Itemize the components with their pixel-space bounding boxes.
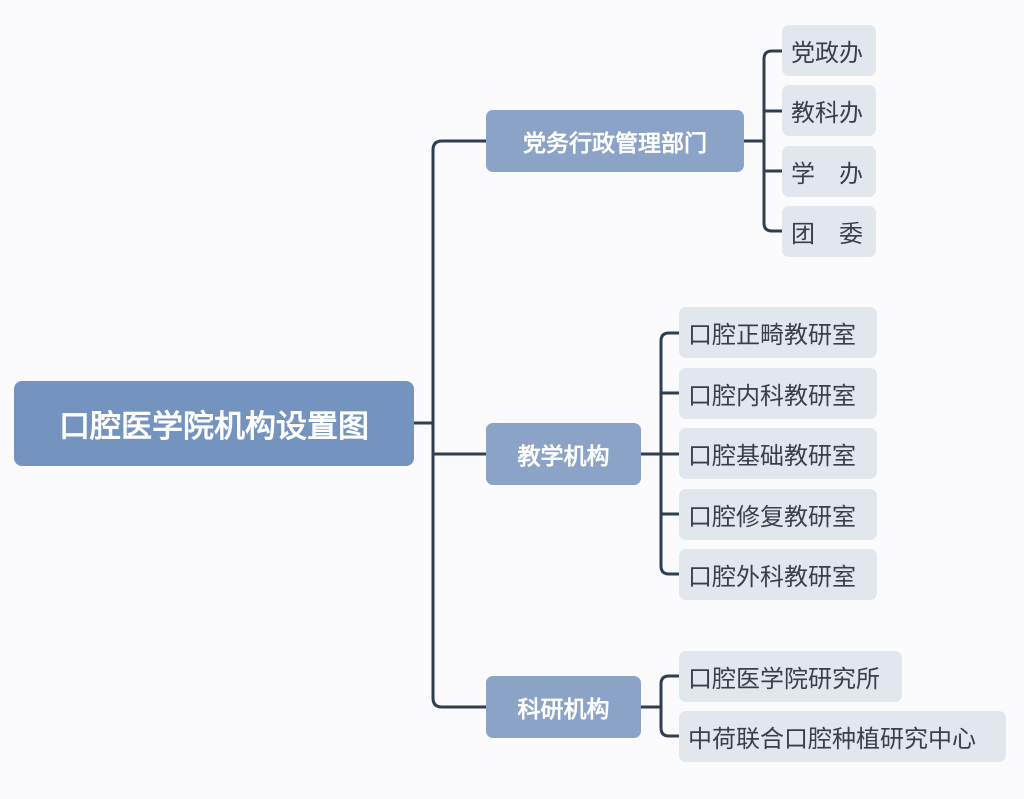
leaf-node: 口腔基础教研室 xyxy=(679,428,877,479)
leaf-node-label: 学 办 xyxy=(791,160,863,188)
leaf-node-label: 口腔正畸教研室 xyxy=(688,321,856,349)
root-node-title: 口腔医学院机构设置图 xyxy=(14,381,414,466)
leaf-node: 口腔内科教研室 xyxy=(679,368,877,419)
branch-node-research: 科研机构 xyxy=(486,676,641,738)
leaf-node-label: 团 委 xyxy=(791,220,863,248)
leaf-node-label: 党政办 xyxy=(791,39,863,67)
leaf-node-label: 中荷联合口腔种植研究中心 xyxy=(688,725,976,753)
connector-branch-0 xyxy=(742,49,784,233)
leaf-node: 中荷联合口腔种植研究中心 xyxy=(679,711,1006,762)
leaf-node-label: 口腔外科教研室 xyxy=(688,563,856,591)
leaf-node-label: 口腔内科教研室 xyxy=(688,382,856,410)
branch-node-label: 党务行政管理部门 xyxy=(523,131,707,157)
leaf-node: 团 委 xyxy=(782,206,876,257)
leaf-node: 党政办 xyxy=(782,25,876,76)
leaf-node: 口腔医学院研究所 xyxy=(679,651,902,702)
leaf-node-label: 教科办 xyxy=(791,99,863,127)
leaf-node: 口腔修复教研室 xyxy=(679,489,877,540)
branch-node-teaching: 教学机构 xyxy=(486,423,641,485)
root-node-label: 口腔医学院机构设置图 xyxy=(59,409,369,445)
branch-node-label: 教学机构 xyxy=(517,444,610,470)
leaf-node-label: 口腔修复教研室 xyxy=(688,503,856,531)
leaf-node: 学 办 xyxy=(782,146,876,197)
leaf-node: 口腔正畸教研室 xyxy=(679,307,877,358)
leaf-node-label: 口腔医学院研究所 xyxy=(688,665,880,693)
connector-root-trunk xyxy=(412,139,488,709)
leaf-node: 教科办 xyxy=(782,85,876,136)
leaf-node: 口腔外科教研室 xyxy=(679,549,877,600)
branch-node-label: 科研机构 xyxy=(517,697,610,723)
branch-node-admin: 党务行政管理部门 xyxy=(486,110,744,172)
connector-branch-1 xyxy=(639,331,681,576)
leaf-node-label: 口腔基础教研室 xyxy=(688,442,856,470)
connector-branch-2 xyxy=(639,674,681,738)
